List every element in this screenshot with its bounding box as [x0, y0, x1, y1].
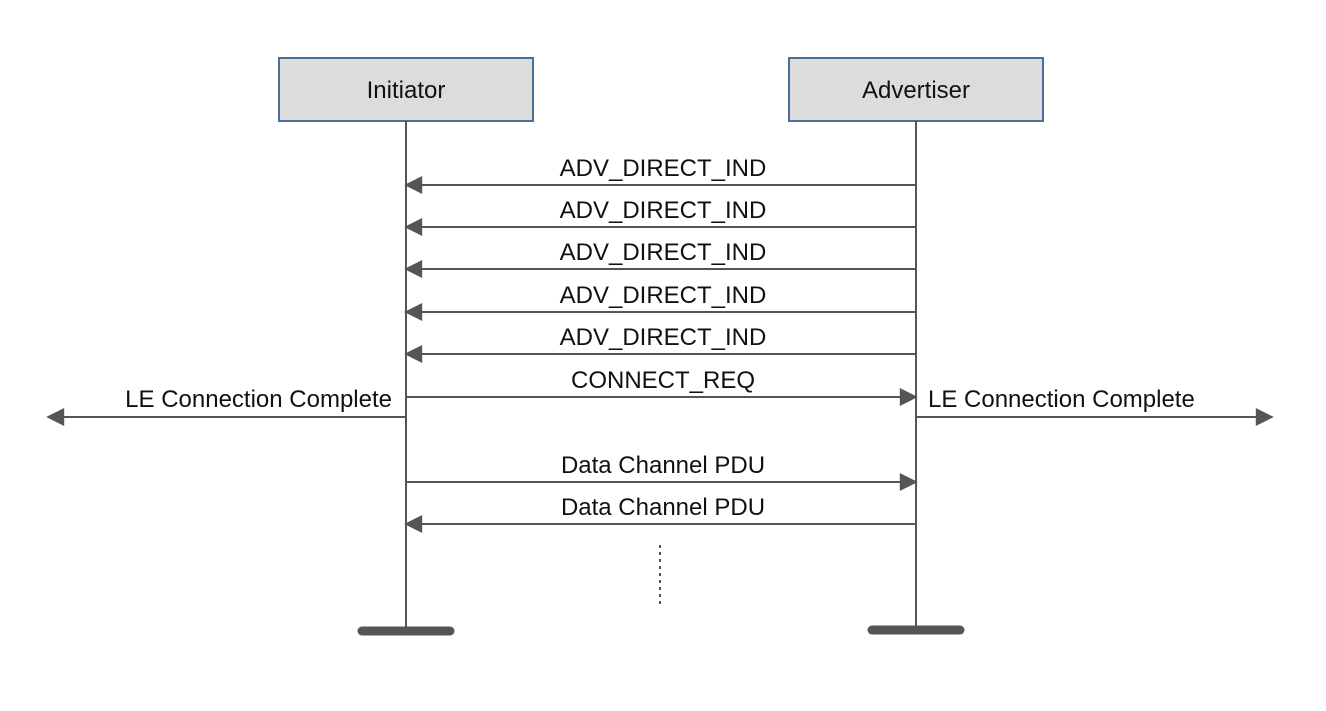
participant-label-initiator: Initiator	[367, 77, 446, 104]
message-label: CONNECT_REQ	[571, 367, 755, 394]
participant-advertiser: Advertiser	[788, 57, 1044, 122]
message-label: ADV_DIRECT_IND	[560, 324, 767, 351]
participant-initiator: Initiator	[278, 57, 534, 122]
message-label: ADV_DIRECT_IND	[560, 155, 767, 182]
participant-label-advertiser: Advertiser	[862, 77, 970, 104]
message-label: ADV_DIRECT_IND	[560, 239, 767, 266]
events-group: LE Connection Complete LE Connection Comp…	[46, 386, 1274, 426]
message-label: ADV_DIRECT_IND	[560, 197, 767, 224]
message-label: Data Channel PDU	[561, 494, 765, 521]
participant-box-advertiser	[788, 57, 1044, 122]
event-label-advertiser: LE Connection Complete	[928, 386, 1195, 413]
message-label: Data Channel PDU	[561, 452, 765, 479]
messages-group: ADV_DIRECT_IND ADV_DIRECT_IND ADV_DIRECT_I…	[404, 155, 918, 533]
event-label-initiator: LE Connection Complete	[125, 386, 392, 413]
message-label: ADV_DIRECT_IND	[560, 282, 767, 309]
participant-box-initiator	[278, 57, 534, 122]
